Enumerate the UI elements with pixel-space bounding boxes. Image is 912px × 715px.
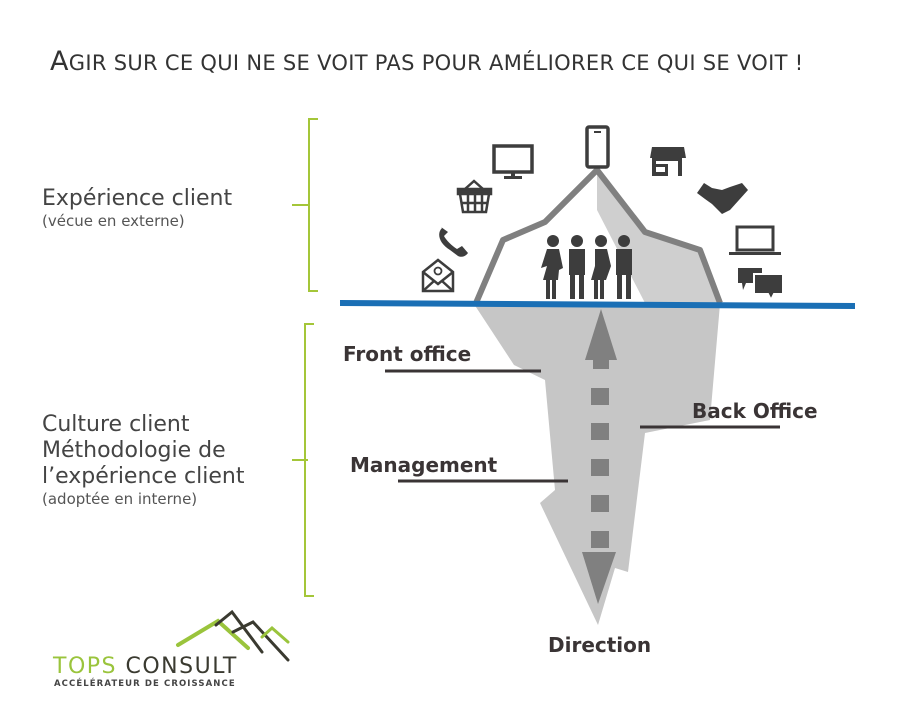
laptop-icon — [729, 225, 781, 255]
visible-bracket — [308, 118, 318, 292]
people-group-icon — [541, 235, 632, 299]
front-office-label: Front office — [343, 342, 472, 366]
chat-bubbles-icon — [738, 268, 784, 303]
visible-section-label: Expérience client (vécue en externe) — [42, 186, 232, 230]
adoptee-interne-sub: (adoptée en interne) — [42, 490, 198, 508]
logo-consult: CONSULT — [125, 654, 238, 679]
logo-tagline: ACCÉLÉRATEUR DE CROISSANCE — [54, 679, 236, 689]
arrow-up-head — [585, 309, 617, 360]
iceberg-outline — [473, 167, 723, 305]
logo-mountains — [176, 609, 290, 662]
hidden-bracket-tick — [292, 459, 308, 461]
page-title: AGIR SUR CE QUI NE SE VOIT PAS POUR AMÉL… — [50, 46, 880, 77]
email-icon — [421, 258, 455, 293]
title-initial: A — [50, 46, 69, 77]
management-label: Management — [350, 453, 498, 477]
logo-tops: TOPS — [53, 654, 117, 679]
visible-bracket-tick — [292, 204, 308, 206]
monitor-icon — [492, 144, 534, 179]
logo-wordmark: TOPS CONSULT — [53, 654, 238, 679]
waterline — [340, 300, 855, 309]
direction-label: Direction — [548, 633, 652, 657]
smartphone-icon — [585, 125, 610, 169]
experience-client-sub: (vécue en externe) — [42, 212, 185, 230]
experience-client-label: Expérience client — [42, 186, 233, 211]
experience-client-line: l’expérience client — [42, 464, 245, 489]
phone-icon — [439, 227, 468, 257]
culture-client-label: Culture client — [42, 412, 190, 437]
handshake-icon — [697, 183, 748, 214]
store-icon — [650, 147, 686, 176]
back-office-label: Back Office — [692, 399, 818, 423]
arrow-down-head — [582, 552, 616, 604]
shopping-basket-icon — [456, 179, 493, 214]
tops-consult-logo: TOPS CONSULT ACCÉLÉRATEUR DE CROISSANCE — [50, 612, 310, 702]
title-rest: GIR SUR CE QUI NE SE VOIT PAS POUR AMÉLI… — [68, 51, 804, 75]
hidden-section-label: Culture client Méthodologie de l’expérie… — [42, 412, 244, 508]
methodologie-label: Méthodologie de — [42, 438, 226, 463]
